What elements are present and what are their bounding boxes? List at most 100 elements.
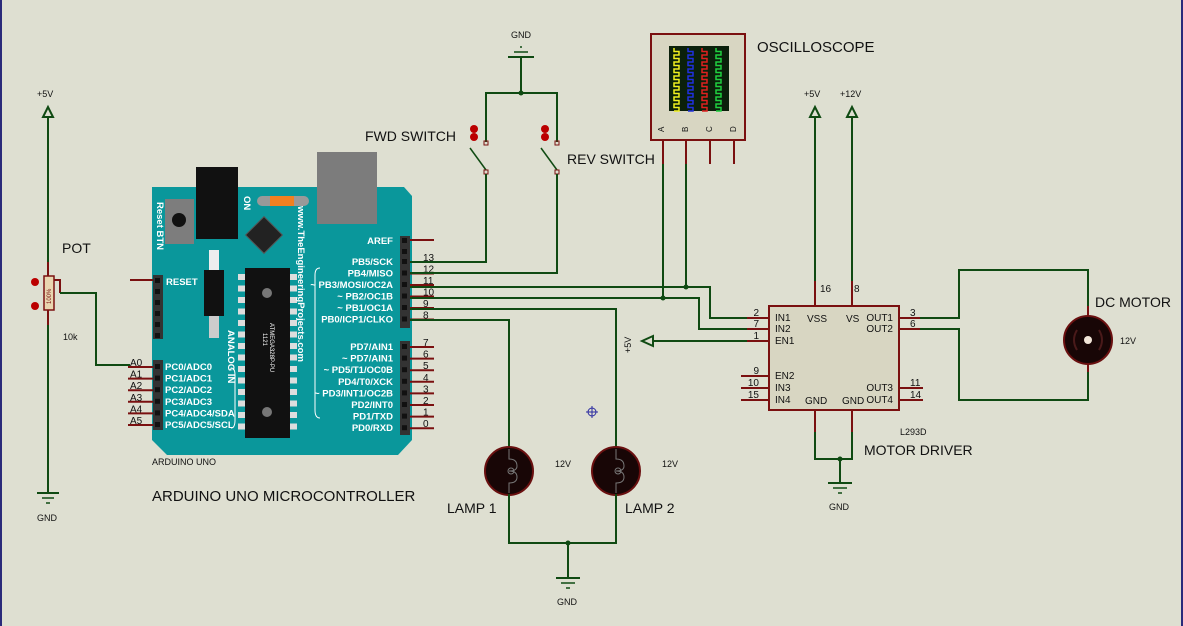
- header-pin[interactable]: [155, 410, 160, 416]
- driver-pin-num: 2: [753, 308, 759, 319]
- analog-pin-label: PC5/ADC5/SCL: [165, 420, 234, 431]
- header-pin[interactable]: [402, 378, 407, 384]
- reset-button[interactable]: [172, 213, 186, 227]
- potentiometer[interactable]: 100% POT 10k: [31, 240, 91, 342]
- header-pin[interactable]: [155, 364, 160, 369]
- header-pin[interactable]: [402, 367, 407, 373]
- analog-pin-label: PC1/ADC1: [165, 374, 213, 385]
- digital-pin-label: ~ PD5/T1/OC0B: [324, 365, 394, 376]
- digital-pin-label: PB5/SCK: [352, 257, 393, 268]
- digital-pin-label: ~ PB3/MOSI/OC2A: [310, 280, 393, 291]
- rev-switch-label: REV SWITCH: [567, 151, 655, 167]
- scope-trace: [701, 48, 708, 112]
- digital-pin-label: ~ PB2/OC1B: [337, 292, 393, 303]
- arduino-board[interactable]: Reset BTN ON ANALOG IN 1121 ATMEGA328P-P…: [152, 152, 412, 467]
- header-pin[interactable]: [402, 259, 407, 264]
- header-pin[interactable]: [402, 305, 407, 310]
- driver-label: MOTOR DRIVER: [864, 442, 973, 458]
- analog-pin-label: PC0/ADC0: [165, 362, 212, 373]
- analog-pin-label: PC3/ADC3: [165, 397, 212, 408]
- usb-chip: [244, 215, 284, 255]
- crystal-lead: [209, 250, 219, 270]
- header-pin[interactable]: [155, 375, 160, 381]
- digital-pin-label: ~ PD7/AIN1: [342, 354, 394, 365]
- driver-pin-name: IN2: [775, 324, 791, 335]
- pot-wiper-text: 100%: [47, 288, 53, 304]
- header-pin[interactable]: [402, 355, 407, 361]
- arduino-caption: ARDUINO UNO MICROCONTROLLER: [152, 488, 416, 505]
- fwd-switch-toggle-button[interactable]: [470, 125, 478, 133]
- header-pin[interactable]: [402, 270, 407, 276]
- header-pin[interactable]: [155, 398, 160, 404]
- header-pin[interactable]: [402, 316, 407, 322]
- digital-pin-num: 9: [423, 299, 429, 310]
- driver-ground-label: GND: [829, 502, 850, 512]
- driver-pin-num: 11: [910, 378, 921, 389]
- v12-label: +12V: [840, 89, 861, 99]
- pot-increase-button[interactable]: [31, 278, 39, 286]
- fwd-switch[interactable]: FWD SWITCH: [365, 125, 489, 175]
- fwd-switch-toggle-button-2[interactable]: [470, 133, 478, 141]
- oscilloscope-label: OSCILLOSCOPE: [757, 39, 875, 56]
- driver-pin-num: 14: [910, 390, 922, 401]
- pot-decrease-button[interactable]: [31, 302, 39, 310]
- pin-vss-num: 16: [820, 284, 832, 295]
- driver-pin-name: IN3: [775, 383, 791, 394]
- driver-pin-name: EN2: [775, 371, 795, 382]
- digital-header-low: [400, 341, 410, 435]
- rev-switch[interactable]: REV SWITCH: [540, 125, 655, 175]
- power-jack: [196, 167, 238, 239]
- power-arrow-icon: [845, 104, 859, 118]
- driver-pin-name: IN1: [775, 313, 791, 324]
- pin-vs-num: 8: [854, 284, 860, 295]
- header-pin[interactable]: [402, 344, 407, 349]
- rev-switch-toggle-button[interactable]: [541, 125, 549, 133]
- driver-pin-name: OUT2: [866, 324, 893, 335]
- analog-pin-num: A5: [130, 416, 143, 427]
- l293d-chip[interactable]: [768, 305, 900, 411]
- analog-pin-num: A4: [130, 404, 143, 415]
- rev-switch-toggle-button-2[interactable]: [541, 133, 549, 141]
- driver-part: L293D: [900, 427, 927, 437]
- digital-pin-label: PD2/INT0: [351, 400, 393, 411]
- analog-header: [153, 360, 163, 430]
- digital-pin-num: 8: [423, 311, 429, 322]
- header-pin[interactable]: [402, 282, 407, 287]
- motor-label: DC MOTOR: [1095, 294, 1171, 310]
- driver-pin-num: 6: [910, 319, 916, 330]
- pin-vs-name: VS: [846, 314, 860, 325]
- analog-pin-num: A0: [130, 358, 143, 369]
- power-led: [270, 196, 294, 206]
- header-pin[interactable]: [402, 293, 407, 299]
- header-pin[interactable]: [402, 413, 407, 419]
- pot-value: 10k: [63, 332, 78, 342]
- power-arrow-icon: [639, 334, 654, 348]
- header-pin[interactable]: [155, 387, 160, 393]
- arduino-label: ARDUINO UNO: [152, 457, 216, 467]
- lamp-rating: 12V: [555, 459, 571, 469]
- digital-pin-num: 10: [423, 288, 435, 299]
- header-pin[interactable]: [402, 425, 407, 431]
- header-pin[interactable]: [402, 402, 407, 407]
- header-pin[interactable]: [402, 390, 407, 396]
- digital-pin-label: ~ PD3/INT1/OC2B: [314, 388, 393, 399]
- fwd-switch-label: FWD SWITCH: [365, 128, 456, 144]
- header-pin[interactable]: [155, 422, 160, 427]
- analog-pin-num: A2: [130, 381, 143, 392]
- pot-label: POT: [62, 240, 91, 256]
- dc-motor[interactable]: DC MOTOR 12V: [1063, 294, 1171, 365]
- scope-channel-label: A: [657, 126, 666, 132]
- driver-pin-name: IN4: [775, 395, 791, 406]
- digital-pin-label: PD4/T0/XCK: [338, 377, 393, 388]
- reset-btn-label: Reset BTN: [154, 202, 165, 250]
- reset-pin-label: RESET: [166, 277, 198, 288]
- scope-channel-label: D: [729, 126, 738, 132]
- digital-pin-num: 11: [423, 276, 434, 287]
- usb-port: [317, 152, 377, 224]
